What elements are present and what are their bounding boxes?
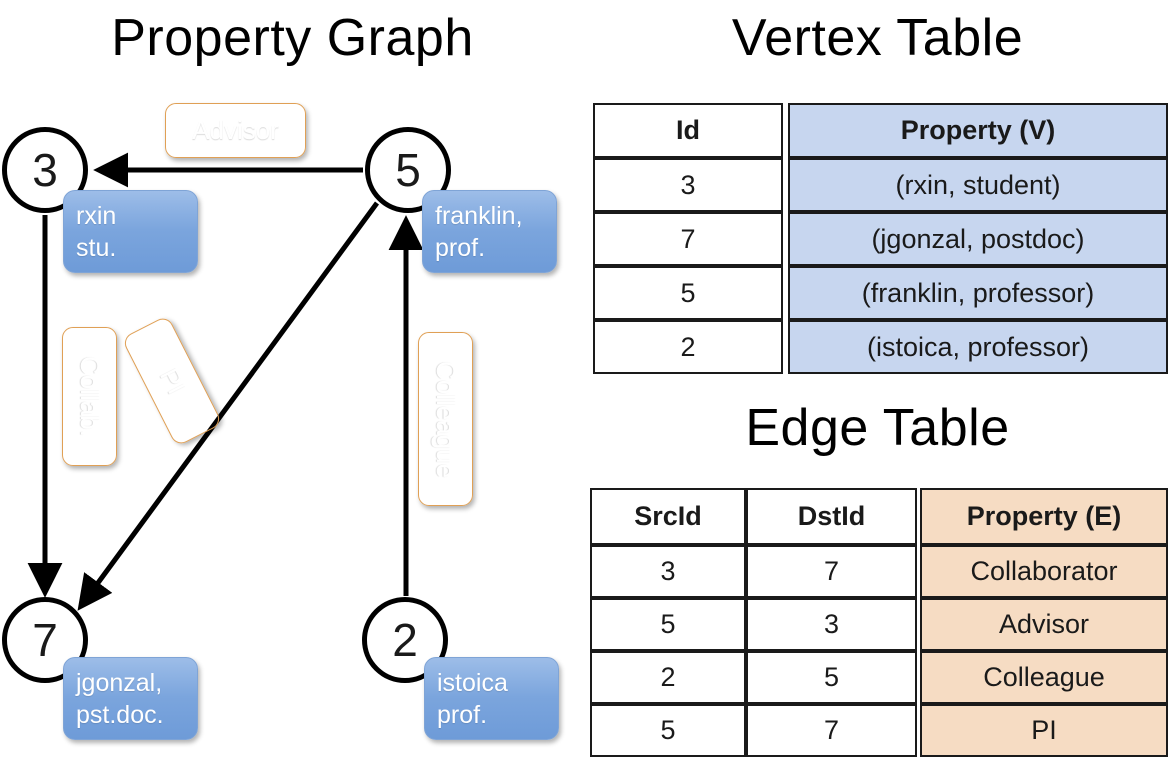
edge-table-row3-property: PI	[920, 704, 1168, 757]
edge-label-collab[interactable]: Collab.	[62, 327, 117, 466]
edge-arrow-5-to-7	[77, 201, 380, 611]
vertex-property-3-line2: stu.	[76, 234, 117, 262]
graph-edge-arrows	[27, 152, 424, 611]
vertex-property-5-line2: prof.	[435, 234, 486, 262]
edge-label-collab-text: Collab.	[75, 356, 105, 437]
vertex-table-row1-id: 7	[593, 212, 783, 266]
vertex-property-2-line1: istoica	[437, 669, 508, 697]
page-title-edge-table: Edge Table	[745, 399, 1010, 457]
edge-table-row3-dstid: 7	[746, 704, 917, 757]
edge-label-colleague[interactable]: Colleague	[418, 332, 473, 506]
edge-table-row2-dstid: 5	[746, 651, 917, 704]
page-title-vertex-table: Vertex Table	[731, 9, 1024, 67]
edge-table-row0-dstid: 7	[746, 545, 917, 598]
edge-label-colleague-text: Colleague	[431, 360, 461, 478]
vertex-property-box-5[interactable]: franklin, prof.	[422, 190, 557, 273]
vertex-table-row2-property: (franklin, professor)	[788, 266, 1168, 320]
property-graph-diagram: 3 5 7 2 rxin stu. franklin, prof. jgonza…	[2, 103, 559, 740]
vertex-node-5[interactable]: 5	[365, 127, 451, 213]
edge-table-row3-srcid: 5	[590, 704, 746, 757]
edge-table-row1-srcid: 5	[590, 598, 746, 651]
page-title-property-graph: Property Graph	[111, 9, 474, 67]
edge-table-header-srcid: SrcId	[590, 488, 746, 545]
vertex-node-2[interactable]: 2	[362, 597, 448, 683]
vertex-property-box-3[interactable]: rxin stu.	[63, 190, 198, 273]
vertex-property-7-line2: pst.doc.	[76, 701, 164, 729]
vertex-property-3-line1: rxin	[76, 202, 117, 230]
vertex-property-7-line1: jgonzal,	[76, 669, 163, 697]
vertex-table-row3-property: (istoica, professor)	[788, 320, 1168, 374]
edge-table-header-property: Property (E)	[920, 488, 1168, 545]
vertex-property-5-line1: franklin,	[435, 202, 523, 230]
edge-table-row2-srcid: 2	[590, 651, 746, 704]
edge-table-row1-dstid: 3	[746, 598, 917, 651]
vertex-property-2-line2: prof.	[437, 701, 488, 729]
vertex-table-row1-property: (jgonzal, postdoc)	[788, 212, 1168, 266]
edge-table-header-dstid: DstId	[746, 488, 917, 545]
vertex-table-row2-id: 5	[593, 266, 783, 320]
edge-label-advisor-text: Advisor	[192, 115, 279, 145]
vertex-table-header-property: Property (V)	[788, 103, 1168, 158]
vertex-table-row0-property: (rxin, student)	[788, 158, 1168, 212]
edge-table-row2-property: Colleague	[920, 651, 1168, 704]
vertex-property-box-2[interactable]: istoica prof.	[424, 657, 559, 740]
vertex-property-box-7[interactable]: jgonzal, pst.doc.	[63, 657, 198, 740]
edge-table-row0-property: Collaborator	[920, 545, 1168, 598]
edge-label-pi-text: PI	[153, 363, 192, 399]
edge-label-advisor[interactable]: Advisor	[165, 103, 306, 158]
edge-table-row1-property: Advisor	[920, 598, 1168, 651]
edge-table-row0-srcid: 3	[590, 545, 746, 598]
vertex-table-header-id: Id	[593, 103, 783, 158]
vertex-table-row0-id: 3	[593, 158, 783, 212]
vertex-table-row3-id: 2	[593, 320, 783, 374]
